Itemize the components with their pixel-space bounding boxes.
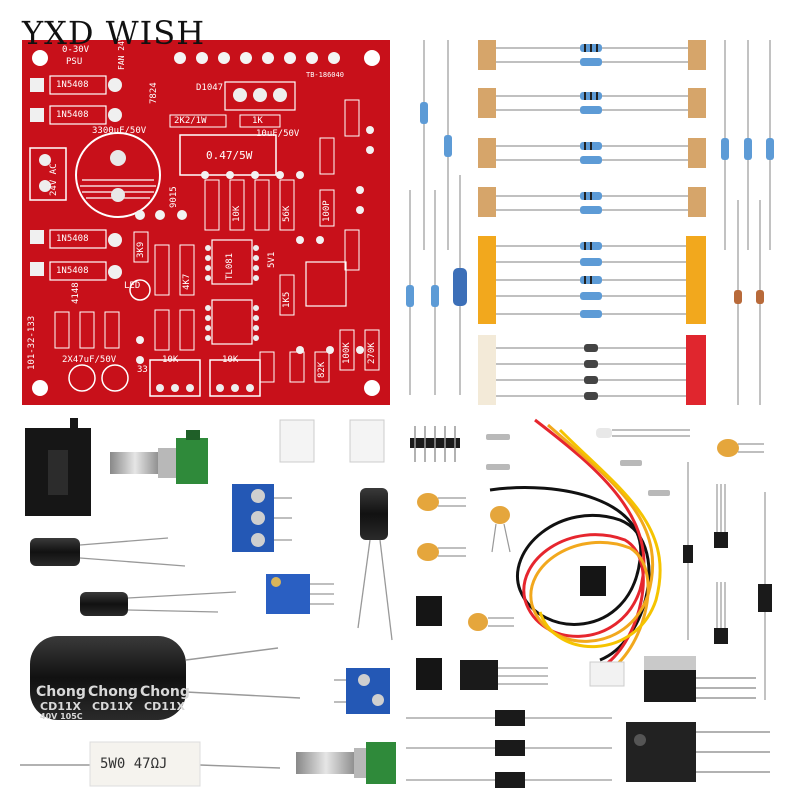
pcb-label-10k: 10K [232,205,242,222]
pcb-label-regulator: 7824 [149,82,159,104]
ic-chips [416,566,606,690]
capacitor-small-1 [30,537,186,567]
pcb-label-input: 24V AC [49,163,59,196]
pcb-label-4148: 4148 [71,282,81,304]
pcb-label-diode-1: 1N5408 [56,80,89,90]
cap-spec: 40V 105C [40,712,83,721]
pcb-label-display: D1047 [196,83,224,93]
power-resistor [20,741,281,787]
capacitor-large [30,636,301,720]
pcb-label-4k7: 4K7 [182,273,192,290]
cap-brand-1: Chong [36,684,86,700]
pcb-label-fan: FAN 24V [117,36,126,70]
cap-series-1: CD11X [40,700,81,713]
wire-harness [489,418,662,672]
pcb-label-3k9: 3K9 [136,241,146,258]
potentiometer-1 [110,430,208,484]
pcb-label-main-capacitor: 3300uF/50V [92,126,147,136]
pcb-label-33: 33 [137,365,148,375]
pcb-label-pot-a: 10K [162,355,179,365]
pcb-label-date-code: 101-32-133 [27,315,37,370]
ceramic-capacitors [417,439,739,631]
led [596,428,690,438]
screws [486,434,670,496]
pcb-label-shunt: 0.47/5W [206,149,253,162]
cap-brand-3: Chong [140,684,190,700]
pcb-label-diode-4: 1N5408 [56,266,89,276]
pcb-label-pot-b: 10K [222,355,239,365]
to92-transistors [714,484,728,644]
resistor-tape-strips [406,40,774,405]
capacitor-small-2 [80,591,237,616]
pcb-label-board-id: TB-186040 [306,71,344,79]
pcb-label-100k: 100K [342,342,352,364]
cap-series-3: CD11X [144,700,185,713]
pcb-label-psu: PSU [66,57,83,67]
screw-terminal-3pin [232,484,292,552]
screw-terminal-2pin [334,668,390,714]
cap-series-2: CD11X [92,700,133,713]
pcb-label-270k: 270K [367,342,377,364]
pcb-label-10uf: 10uF/50V [256,129,300,139]
cap-brand-2: Chong [88,684,138,700]
watermark-brand: YXD WISH [22,14,206,52]
pcb-label-voltage: 0-30V [62,45,90,55]
power-resistor-label: 5W0 47ΩJ [100,756,168,772]
pcb-board [22,40,390,405]
pcb-label-1k5: 1K5 [282,291,292,308]
pcb-label-diode-3: 1N5408 [56,234,89,244]
pcb-label-56k: 56K [282,205,292,222]
pcb-label-5v1: 5V1 [267,251,277,268]
pcb-label-100p: 100P [322,200,332,222]
pcb-label-diode-2: 1N5408 [56,110,89,120]
pcb-label-led: LED [124,281,141,291]
to220-regulator [644,656,756,702]
capacitor-upright [357,488,393,641]
pcb-label-chip: TL081 [225,252,235,280]
pcb-label-47uf: 2X47uF/50V [62,355,117,365]
pcb-label-2k2: 2K2/1W [174,116,207,126]
connector-headers [279,419,460,463]
pcb-label-82k: 82K [317,361,327,378]
potentiometer-2 [296,742,396,784]
to126-transistor [460,660,548,690]
heatsink [25,418,91,516]
pcb-label-9015: 9015 [169,186,179,208]
trimmer-potentiometer [266,574,334,614]
power-transistor [626,722,770,782]
pcb-label-1k: 1K [252,116,263,126]
